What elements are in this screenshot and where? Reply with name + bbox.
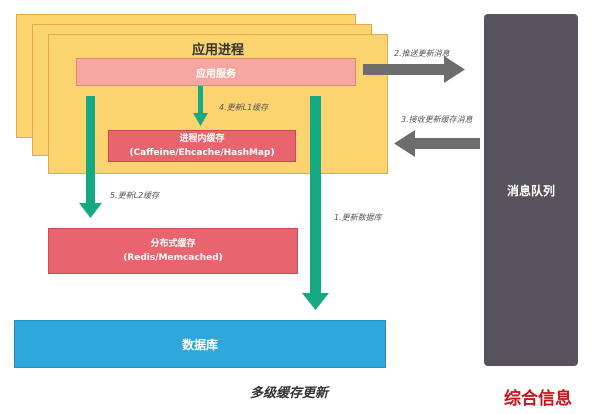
- diagram-caption: 多级缓存更新: [250, 386, 329, 401]
- message-queue: 消息队列: [484, 14, 578, 366]
- step-4-label: 4.更新L1缓存: [219, 103, 269, 112]
- distributed-cache: 分布式缓存 (Redis/Memcached): [48, 228, 298, 274]
- arrow-update-l1: [193, 86, 208, 126]
- application-service-label: 应用服务: [196, 68, 236, 80]
- step-2-label: 2.推送更新消息: [394, 49, 450, 58]
- in-process-cache-subtitle: (Caffeine/Ehcache/HashMap): [129, 148, 275, 158]
- step-3-label: 3.接收更新缓存消息: [401, 115, 473, 124]
- step-5-label: 5.更新L2缓存: [110, 191, 160, 200]
- in-process-cache-title: 进程内缓存: [179, 134, 225, 144]
- application-process: 应用进程: [48, 34, 388, 174]
- arrow-update-l2: [79, 96, 102, 218]
- application-service: 应用服务: [76, 58, 356, 86]
- arrow-push-message: [363, 56, 465, 83]
- watermark-text: 综合信息: [504, 389, 572, 409]
- arrow-receive-message: [394, 130, 480, 157]
- distributed-cache-title: 分布式缓存: [150, 239, 196, 249]
- arrow-update-database: [302, 96, 329, 310]
- database-label: 数据库: [181, 337, 218, 352]
- database: 数据库: [14, 320, 386, 368]
- step-1-label: 1.更新数据库: [334, 213, 382, 222]
- in-process-cache: 进程内缓存 (Caffeine/Ehcache/HashMap): [108, 130, 296, 162]
- message-queue-label: 消息队列: [506, 183, 555, 198]
- process-title: 应用进程: [191, 43, 244, 58]
- distributed-cache-subtitle: (Redis/Memcached): [123, 253, 223, 263]
